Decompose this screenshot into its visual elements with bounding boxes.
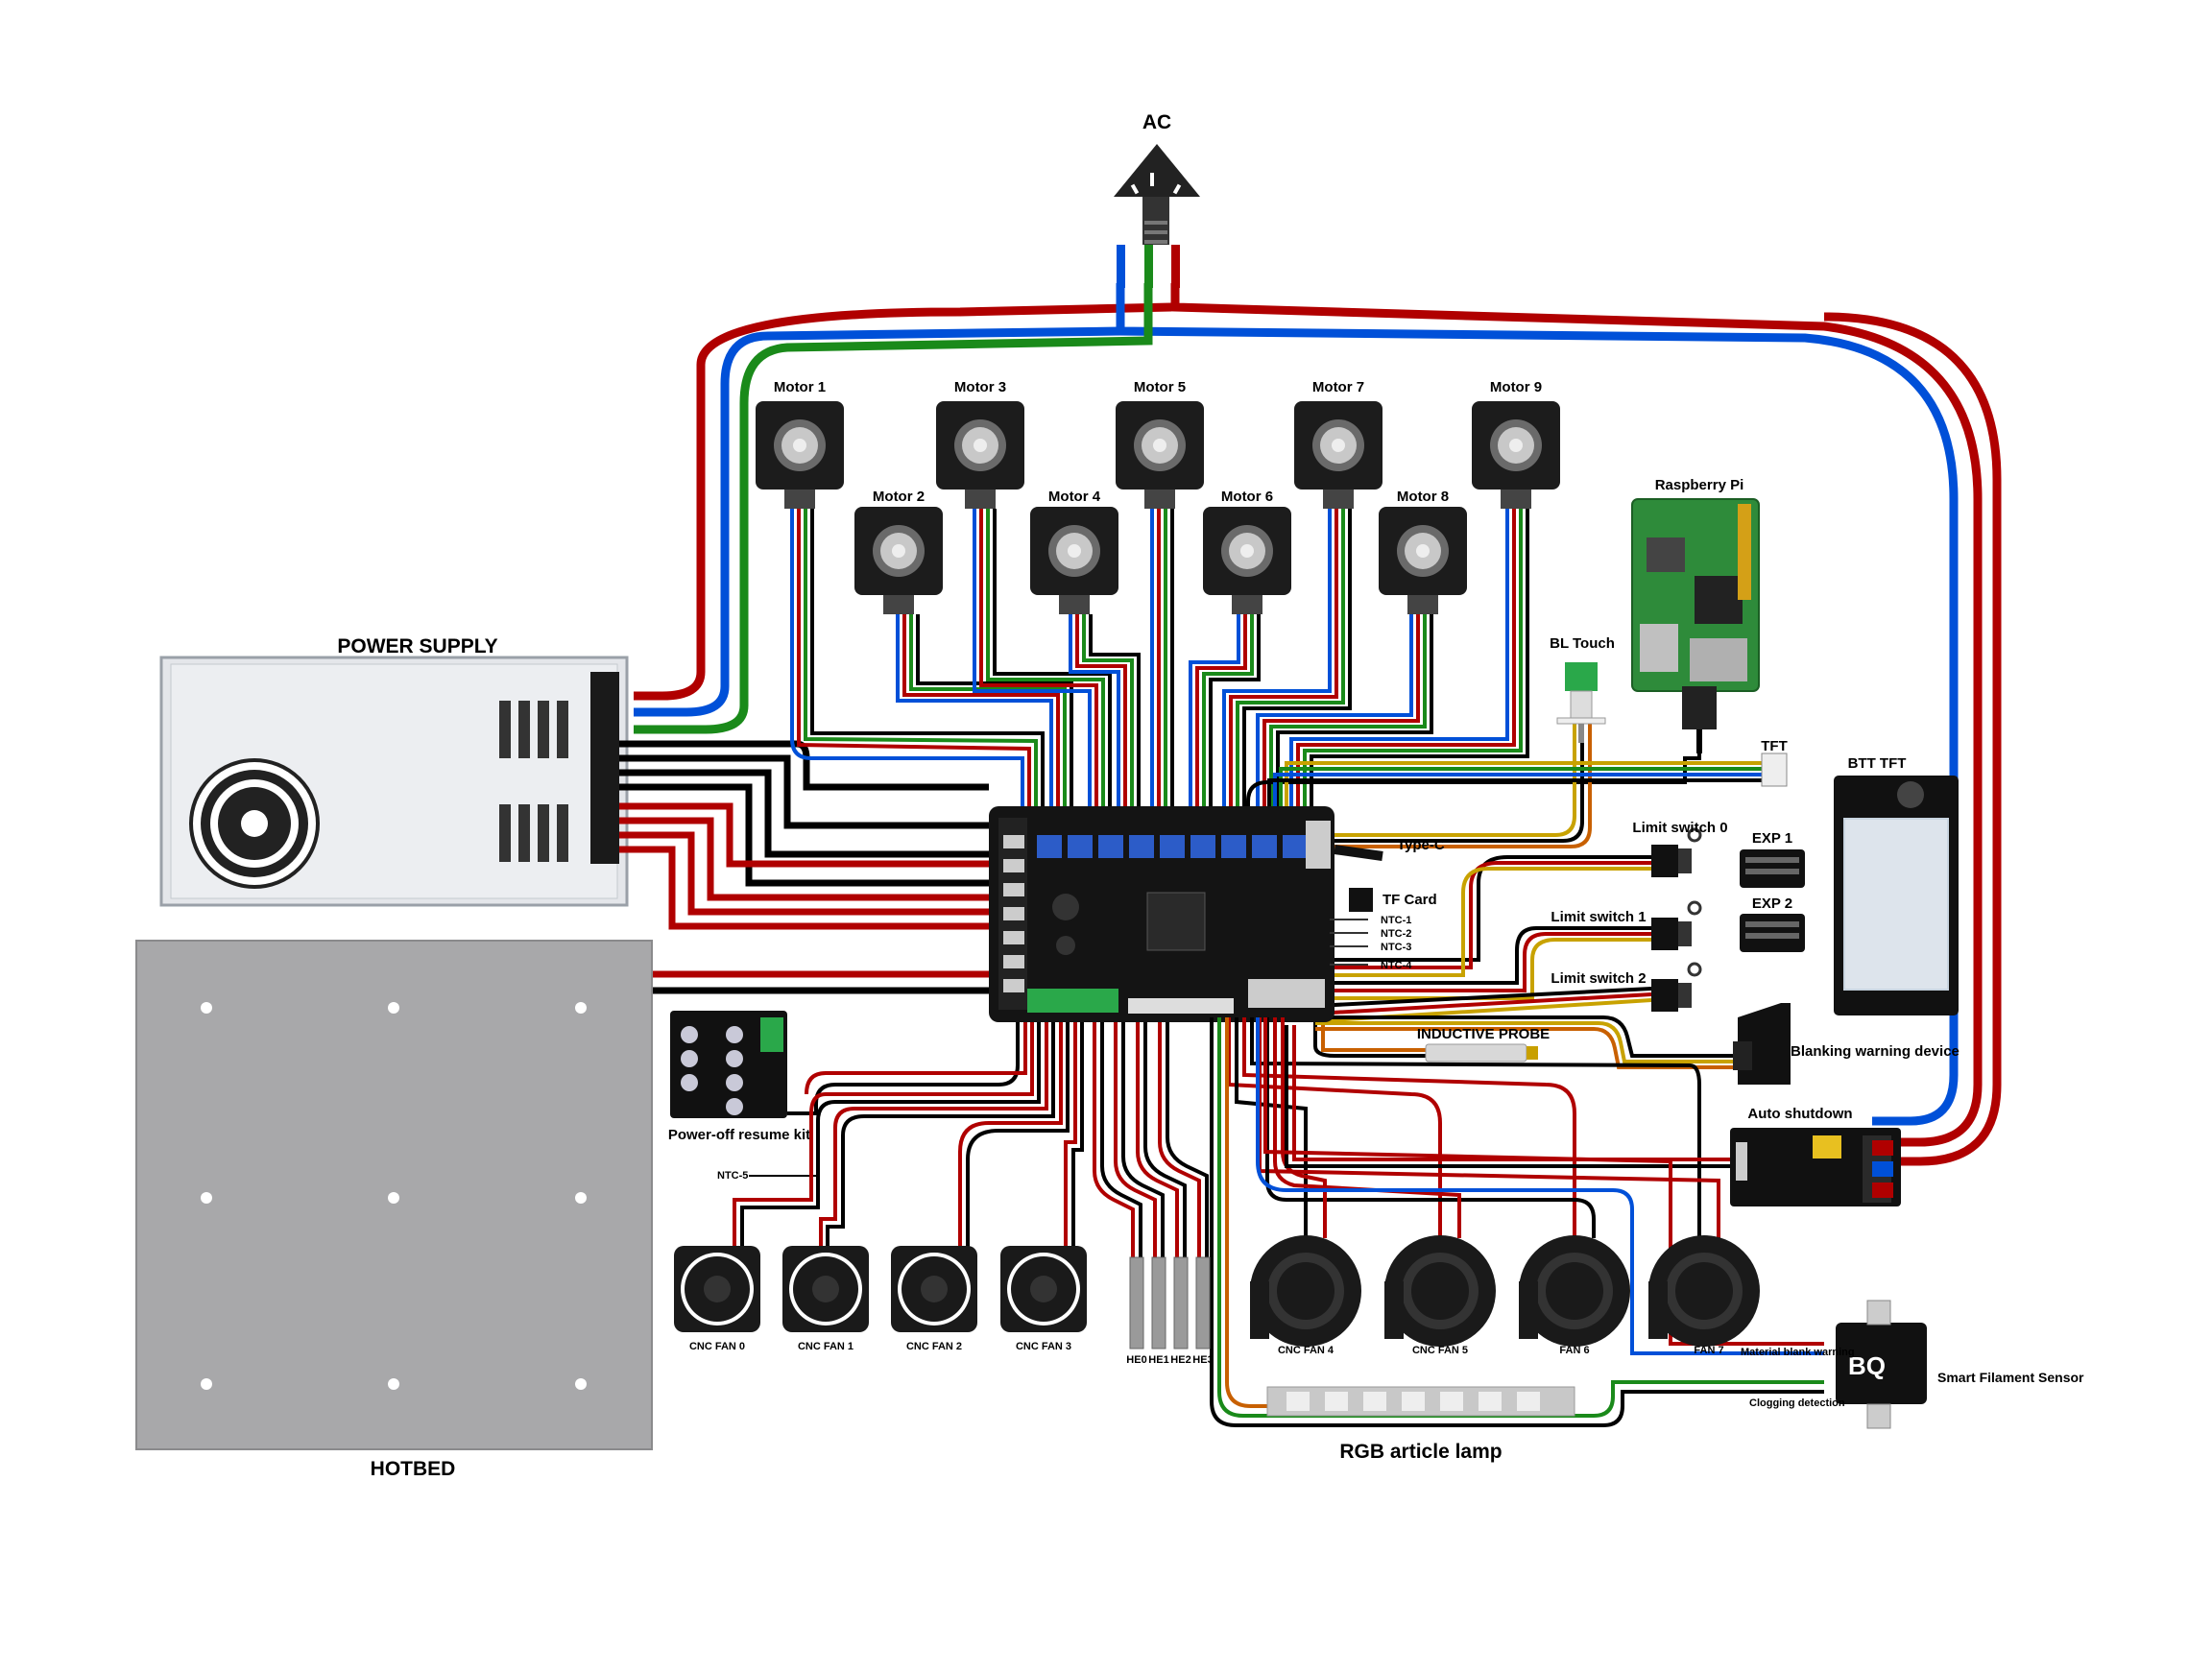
btt-tft-display [1834, 776, 1959, 1015]
motor-2-label: Motor 2 [873, 489, 925, 505]
inductive-probe [1425, 1043, 1538, 1063]
psu-output-wires [619, 740, 994, 994]
ntc2-label: NTC-2 [1381, 928, 1411, 940]
raspberry-pi-label: Raspberry Pi [1655, 477, 1744, 493]
motor-3-label: Motor 3 [954, 379, 1006, 395]
typec-cable [1334, 845, 1383, 861]
motor-4 [1030, 507, 1118, 614]
cnc-fan-1-label: CNC FAN 1 [798, 1341, 854, 1352]
cnc-fan-0 [674, 1246, 760, 1332]
fan-7-label: FAN 7 [1694, 1345, 1723, 1356]
limit-switch-2-label: Limit switch 2 [1551, 970, 1646, 987]
ntc4-label: NTC-4 [1381, 960, 1412, 971]
clogging-label: Clogging detection [1749, 1397, 1845, 1409]
he2-label: HE2 [1170, 1354, 1190, 1366]
cnc-fan-3-label: CNC FAN 3 [1016, 1341, 1071, 1352]
motor-6-label: Motor 6 [1221, 489, 1273, 505]
rgb-article-lamp [1266, 1386, 1575, 1417]
ac-label: AC [1142, 111, 1171, 133]
cnc-fan-2-label: CNC FAN 2 [906, 1341, 962, 1352]
smart-filament-label: Smart Filament Sensor [1937, 1370, 2084, 1385]
limit-switch-1 [1651, 900, 1702, 950]
ac-plug [1114, 144, 1200, 288]
bl-touch-label: BL Touch [1550, 635, 1615, 652]
limit-switch-2 [1651, 962, 1702, 1012]
type-c-label: Type-C [1397, 837, 1445, 853]
power-off-resume-label: Power-off resume kit [668, 1127, 810, 1143]
blower-fan-5 [1384, 1235, 1496, 1347]
limit-switch-1-label: Limit switch 1 [1551, 909, 1646, 925]
blanking-warning-label: Blanking warning device [1791, 1043, 1960, 1060]
hotbed-label: HOTBED [371, 1458, 456, 1480]
cnc-fan-3 [1000, 1246, 1087, 1332]
material-blank-label: Material blank warning [1741, 1347, 1855, 1358]
motor-2 [854, 507, 943, 614]
motor-3 [936, 401, 1024, 509]
ntc3-label: NTC-3 [1381, 942, 1411, 953]
limit-switch-0-label: Limit switch 0 [1632, 820, 1727, 836]
motor-8 [1379, 507, 1467, 614]
motor-4-label: Motor 4 [1048, 489, 1101, 505]
peripheral-wires-top [1246, 691, 1762, 848]
hotbed [135, 940, 653, 1450]
motor-1-label: Motor 1 [774, 379, 826, 395]
rgb-lamp-label: RGB article lamp [1339, 1441, 1502, 1463]
exp1-label: EXP 1 [1752, 830, 1792, 847]
motor-7-label: Motor 7 [1312, 379, 1364, 395]
motor-5-label: Motor 5 [1134, 379, 1186, 395]
cnc-fan-1 [782, 1246, 869, 1332]
btt-tft-label: BTT TFT [1848, 755, 1907, 772]
motor-wires [790, 509, 1529, 816]
motor-9-label: Motor 9 [1490, 379, 1542, 395]
ntc5-label: NTC-5 [717, 1170, 748, 1182]
motor-8-label: Motor 8 [1397, 489, 1449, 505]
fan-heater-wires [733, 1017, 1824, 1427]
svg-text:BQ: BQ [1848, 1351, 1886, 1380]
exp2-label: EXP 2 [1752, 896, 1792, 912]
he0-label: HE0 [1126, 1354, 1146, 1366]
ntc1-label: NTC-1 [1381, 915, 1411, 926]
he1-label: HE1 [1148, 1354, 1168, 1366]
bl-touch [1556, 662, 1606, 743]
limit-switch-0 [1651, 827, 1702, 877]
probe-wires [1313, 1015, 1738, 1069]
motor-6 [1203, 507, 1291, 614]
he3-label: HE3 [1192, 1354, 1213, 1366]
mainboard [989, 806, 1334, 1022]
blower-fan-4 [1250, 1235, 1361, 1347]
power-supply [159, 656, 629, 907]
ac-mains-wires [634, 283, 2002, 1166]
exp1-connector [1740, 849, 1805, 888]
auto-shutdown-label: Auto shutdown [1747, 1106, 1852, 1122]
cnc-fan-4-label: CNC FAN 4 [1278, 1345, 1334, 1356]
smart-filament-sensor: BQ [1836, 1300, 1927, 1429]
motor-9 [1472, 401, 1560, 509]
inductive-probe-label: INDUCTIVE PROBE [1417, 1026, 1550, 1042]
exp2-connector [1740, 914, 1805, 952]
fan-6-label: FAN 6 [1559, 1345, 1589, 1356]
tf-card-label: TF Card [1382, 892, 1437, 908]
blower-fan-6 [1519, 1235, 1630, 1347]
auto-shutdown [1730, 1128, 1901, 1206]
blower-fan-7 [1648, 1235, 1760, 1347]
power-supply-label: POWER SUPPLY [337, 635, 497, 657]
motor-5 [1116, 401, 1204, 509]
power-off-resume-kit [670, 1011, 787, 1118]
limit-switch-wires [1314, 855, 1652, 1023]
cnc-fan-2 [891, 1246, 977, 1332]
blanking-warning-device [1733, 1003, 1791, 1085]
cnc-fan-0-label: CNC FAN 0 [689, 1341, 745, 1352]
tft-label: TFT [1761, 738, 1788, 754]
ntc-wires [1330, 919, 1368, 966]
motor-7 [1294, 401, 1382, 509]
heater-cartridges [1129, 1256, 1211, 1350]
raspberry-pi [1631, 498, 1760, 753]
tft-connector [1761, 752, 1788, 787]
motor-1 [756, 401, 844, 509]
cnc-fan-5-label: CNC FAN 5 [1412, 1345, 1468, 1356]
tf-card [1349, 888, 1373, 912]
